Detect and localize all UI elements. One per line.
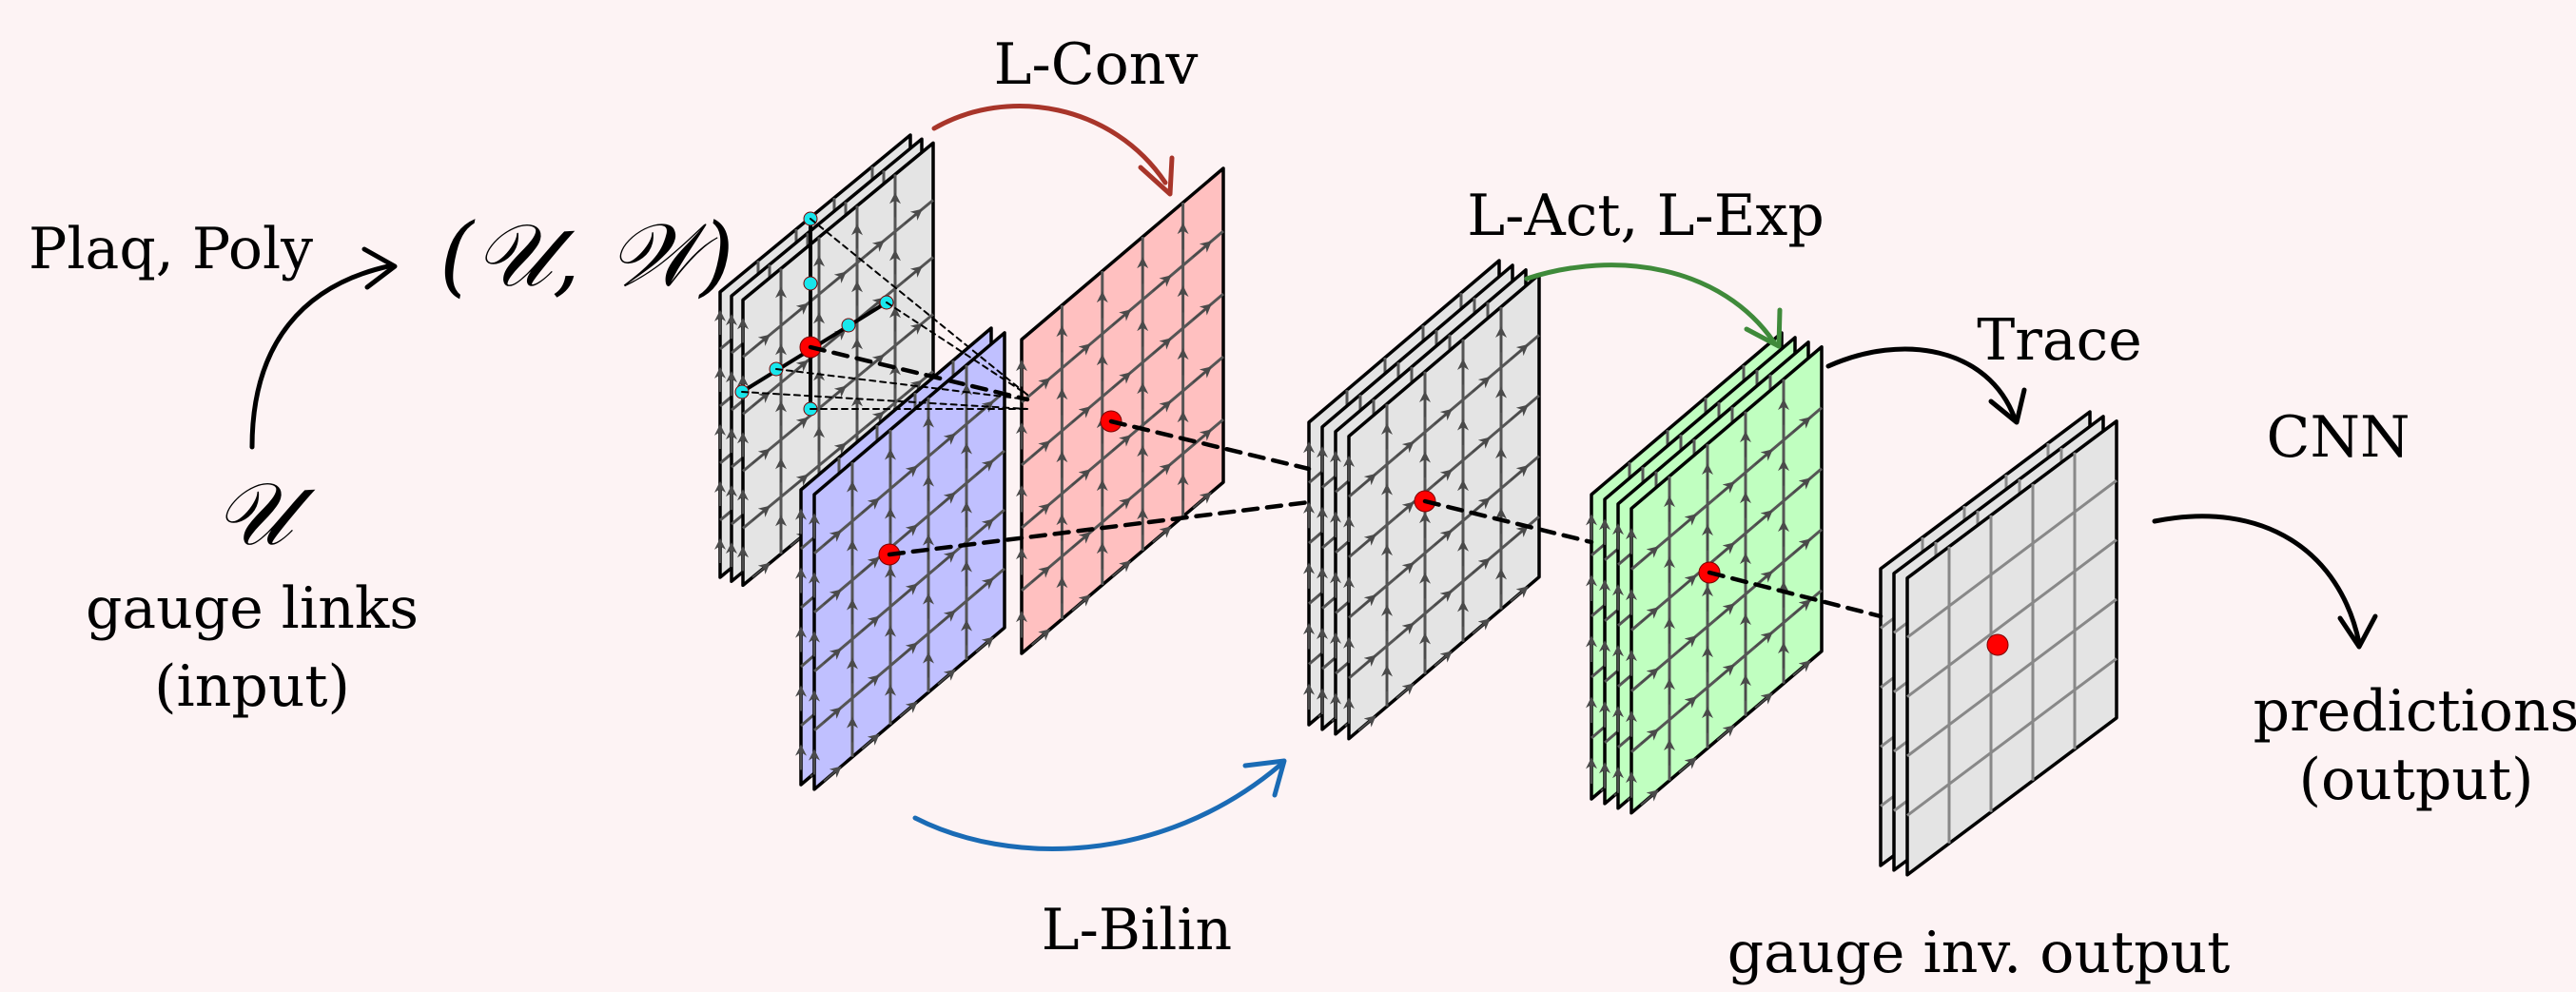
arrow-icon: [361, 246, 398, 290]
wilson-dot: [841, 318, 856, 333]
l-bilin-label: L-Bilin: [1042, 897, 1232, 963]
arrow-icon: [1524, 263, 1777, 345]
gauge-inv-output-label: gauge inv. output: [1727, 920, 2231, 986]
receptive-field-connections: [741, 218, 1883, 619]
lattice-layer: [1626, 344, 1824, 815]
site-dot: [1986, 633, 2009, 656]
arrow-icon: [2337, 613, 2378, 650]
lattice-layer: [1016, 166, 1225, 655]
arrow-icon: [1825, 346, 2018, 421]
arrow-icon: [249, 263, 391, 450]
lattice-layer: [1905, 419, 2118, 877]
uw-pair-label: (𝒰, 𝒲): [439, 204, 734, 306]
arrow-icon: [1988, 387, 2027, 425]
arrow-icon: [1138, 155, 1175, 197]
labels: Plaq, Poly (𝒰, 𝒲) 𝒰 gauge links (input) …: [29, 31, 2576, 986]
arrow-icon: [2152, 514, 2362, 646]
process-arrows: [249, 104, 2378, 851]
arrow-icon: [1242, 758, 1287, 798]
wilson-dot: [803, 276, 818, 291]
cnn-label: CNN: [2267, 404, 2410, 471]
lattice-layers: [714, 133, 2118, 877]
arrow-icon: [912, 763, 1282, 851]
trace-label: Trace: [1977, 307, 2142, 374]
gauge-links-label: gauge links: [86, 575, 419, 642]
predictions-label: predictions: [2254, 678, 2576, 745]
plaq-poly-label: Plaq, Poly: [29, 216, 313, 282]
output-label: (output): [2299, 747, 2534, 813]
u-symbol: 𝒰: [214, 463, 316, 565]
arrow-icon: [931, 104, 1168, 185]
l-conv-label: L-Conv: [994, 31, 1199, 98]
lattice-layer: [1343, 272, 1541, 741]
arrow-icon: [1744, 307, 1783, 349]
lattice-layer: [737, 141, 935, 588]
input-label: (input): [154, 653, 350, 720]
lattice-layer: [809, 331, 1006, 791]
l-act-exp-label: L-Act, L-Exp: [1467, 183, 1824, 249]
